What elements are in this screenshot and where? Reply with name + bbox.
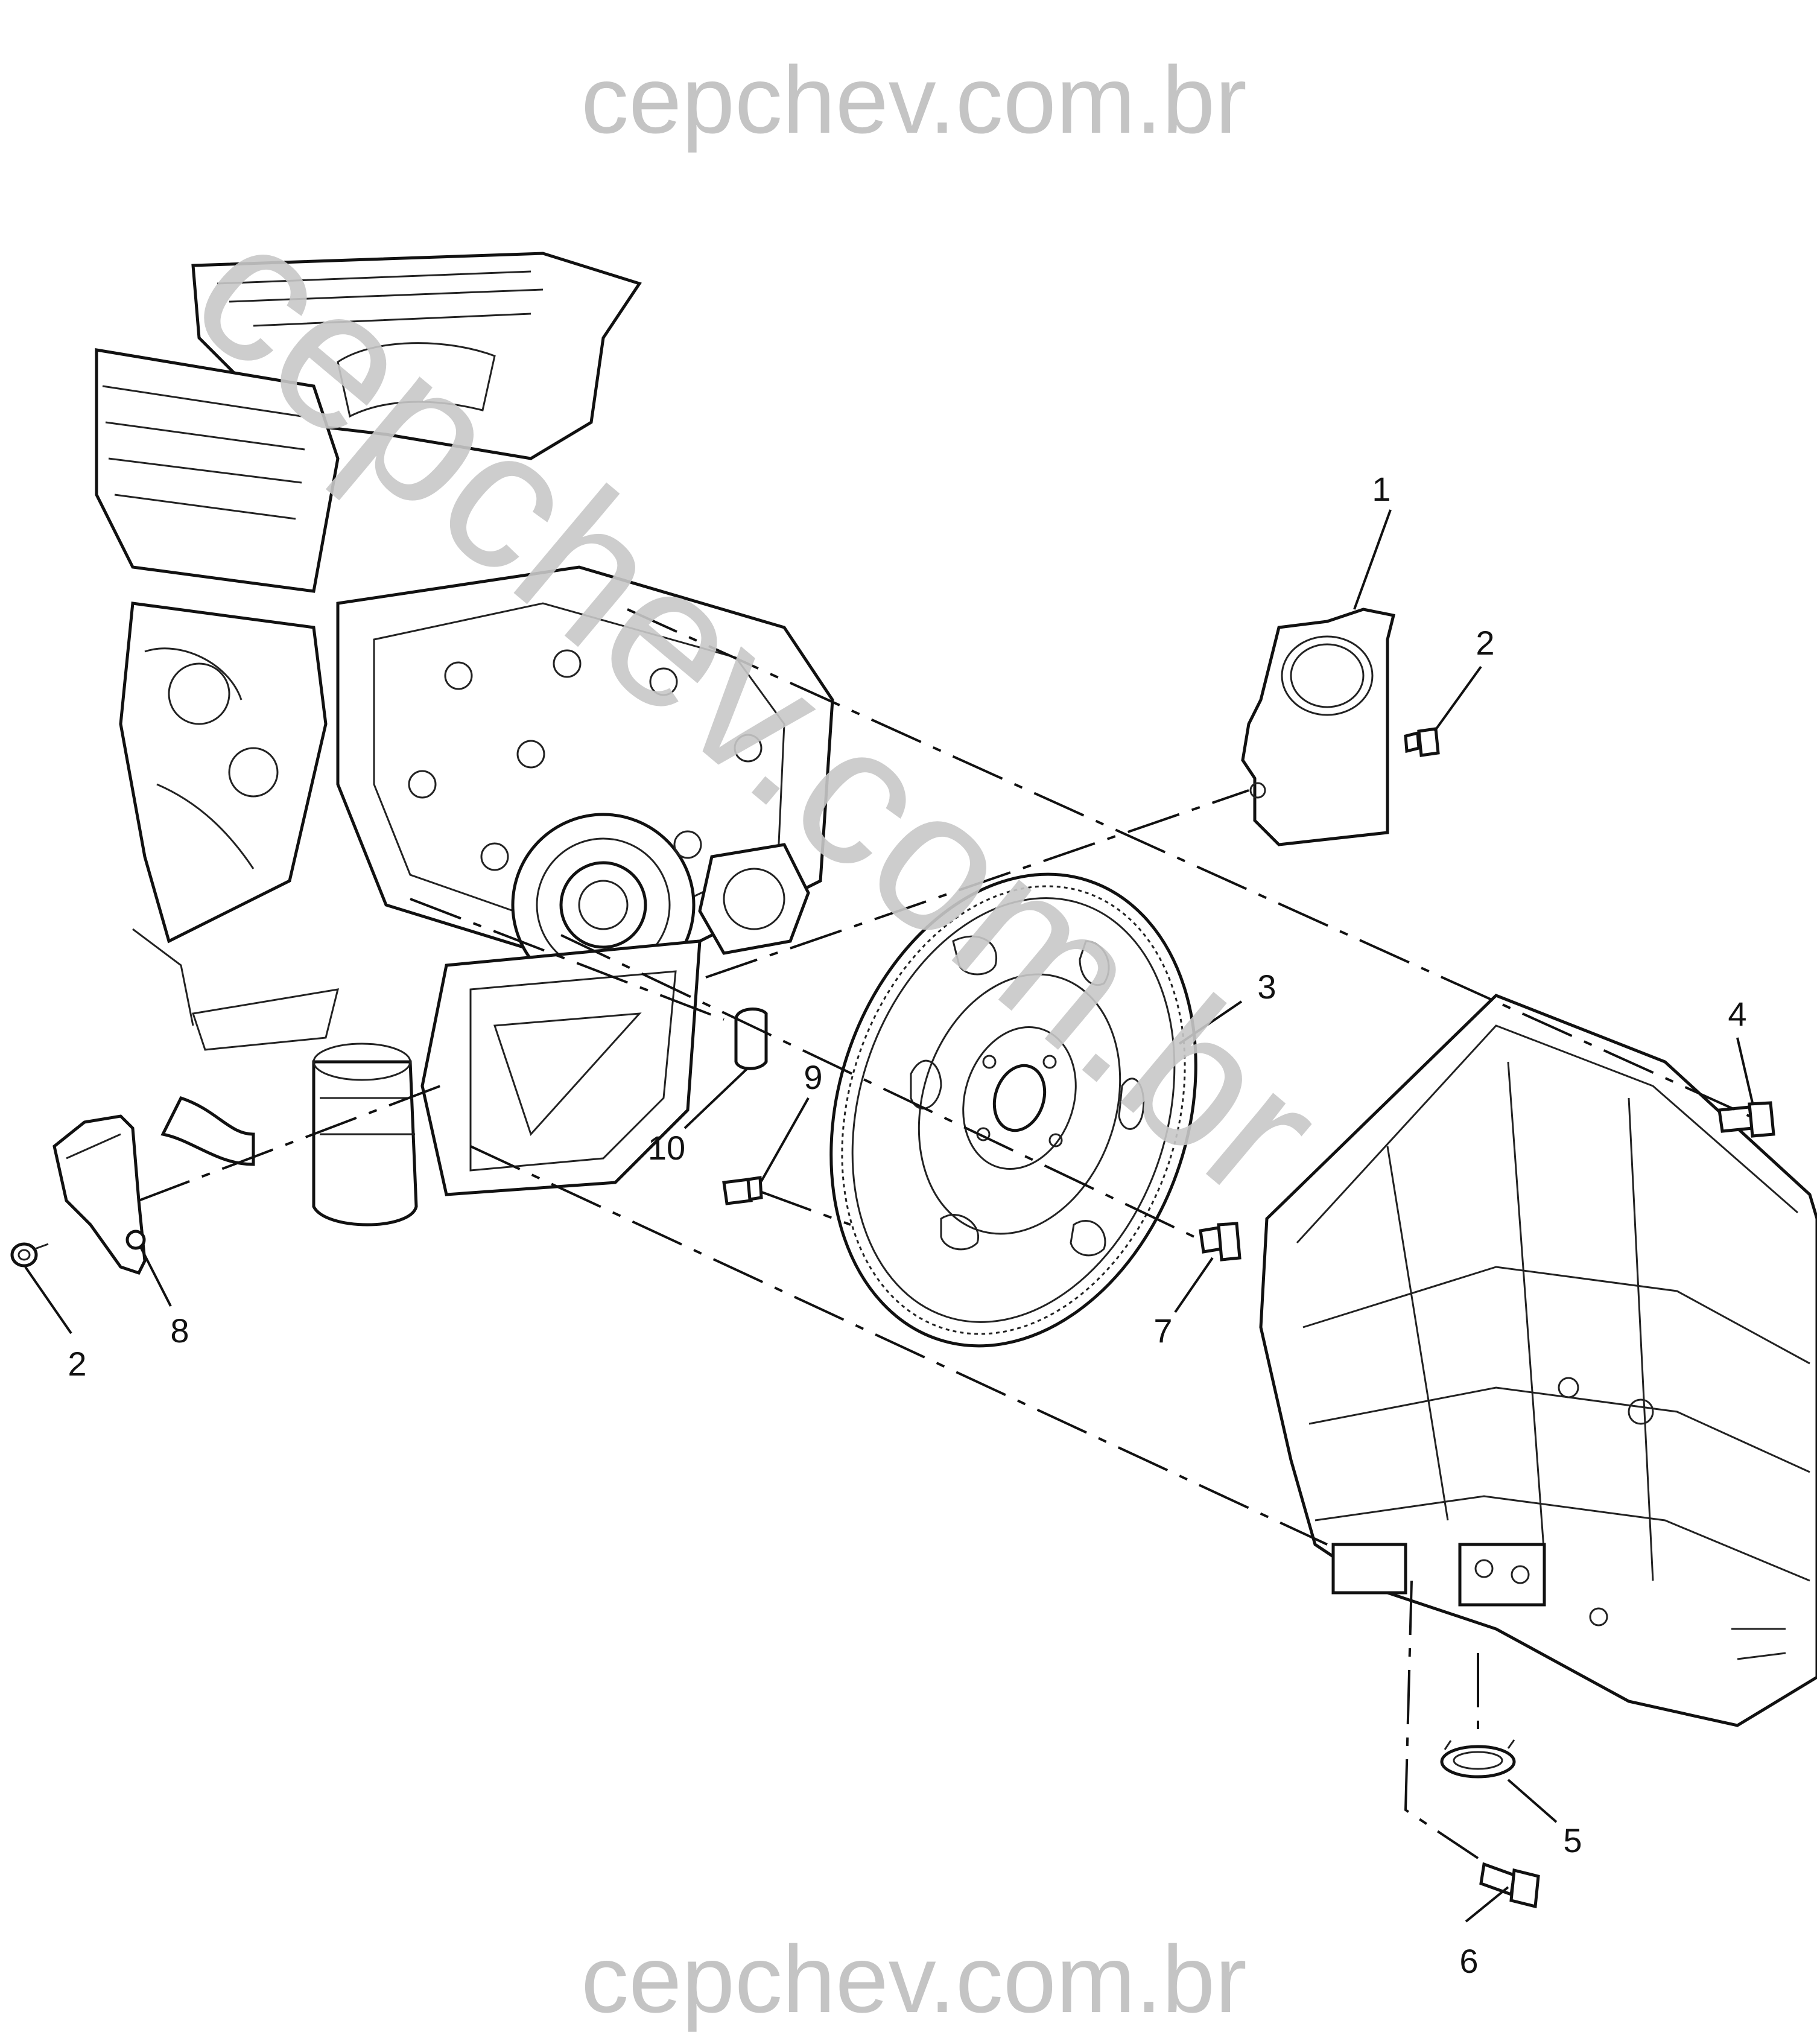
alignment-lines: [138, 608, 1750, 1859]
watermark-bottom: cepchev.com.br: [581, 1926, 1247, 2033]
callout-7: 7: [1153, 1312, 1172, 1350]
engine-block: [95, 252, 834, 1227]
part-1-cover-plate: [1241, 608, 1396, 846]
part-10-dowel: [734, 1008, 768, 1070]
part-2-nut-lower: [10, 1242, 49, 1268]
callout-9: 9: [804, 1058, 822, 1096]
part-5-retainer: [1440, 1739, 1516, 1779]
part-6-bolt: [1479, 1862, 1540, 1909]
callout-8: 8: [170, 1312, 189, 1350]
part-2-bolt-upper: [1404, 727, 1440, 757]
callout-1: 1: [1372, 470, 1390, 508]
part-7-bolt: [1199, 1222, 1241, 1262]
watermark-top: cepchev.com.br: [581, 47, 1247, 153]
part-3-flexplate: [829, 872, 1197, 1348]
callout-5: 5: [1563, 1821, 1582, 1859]
transmission: [1259, 994, 1817, 1727]
callout-6: 6: [1459, 1942, 1478, 1980]
leader-lines: [24, 509, 1754, 1923]
callout-4: 4: [1728, 995, 1746, 1033]
part-8-cover-plate: [52, 1114, 147, 1275]
part-9-bolt: [722, 1176, 763, 1205]
callouts: 1 2 2 3 4 5 6 7 8 9 10: [68, 470, 1746, 1980]
callout-2-upper: 2: [1476, 624, 1494, 662]
callout-10: 10: [648, 1129, 685, 1167]
callout-3: 3: [1257, 968, 1276, 1006]
callout-2-lower: 2: [68, 1345, 86, 1383]
part-4-bolt: [1717, 1101, 1775, 1138]
